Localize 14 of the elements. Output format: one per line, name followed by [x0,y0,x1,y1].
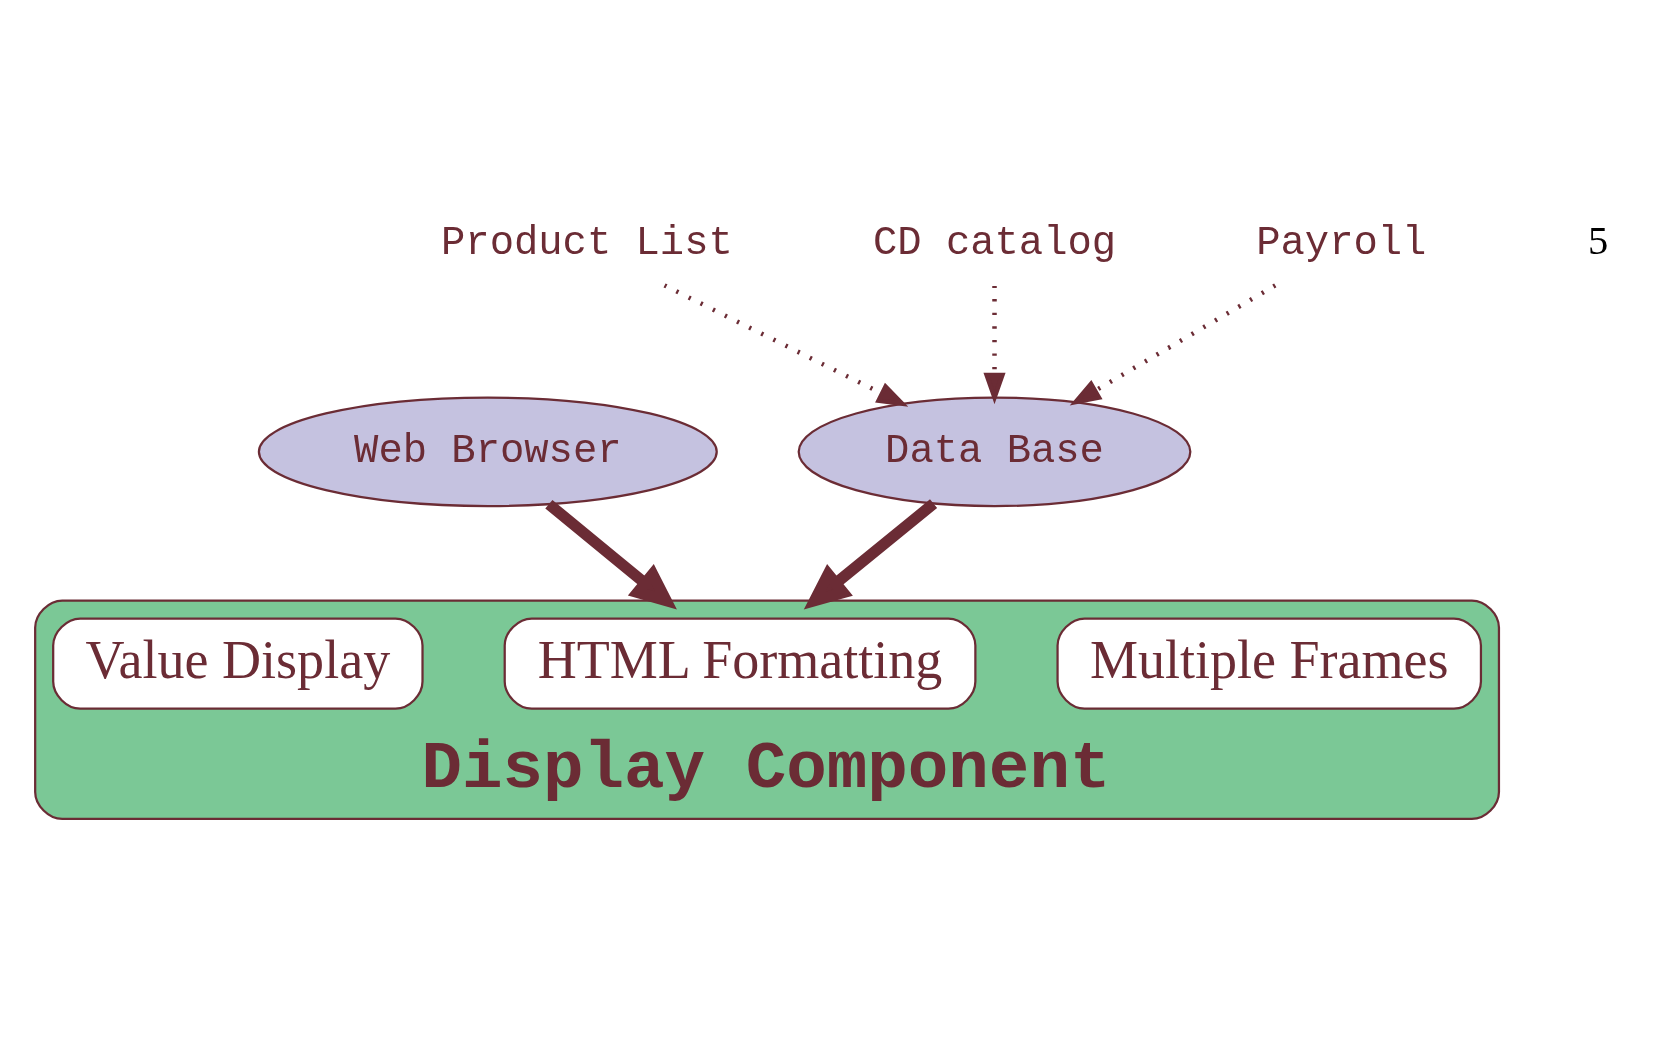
node-text: CD catalog [872,219,1117,266]
node-ellipse: Data Base [797,395,1192,507]
arrow [983,285,1006,404]
node-box: Value Display [52,616,424,710]
arrow [803,498,938,609]
arrow [663,282,909,407]
node-box: HTML Formatting [503,616,977,710]
node-box: Multiple Frames [1056,616,1483,710]
arrow [545,499,677,609]
node-ellipse: Web Browser [257,395,718,507]
node-text: Product List [441,219,733,266]
label: 5 [1587,217,1609,263]
arrow [1069,282,1277,406]
node-text: Payroll [1256,219,1427,266]
